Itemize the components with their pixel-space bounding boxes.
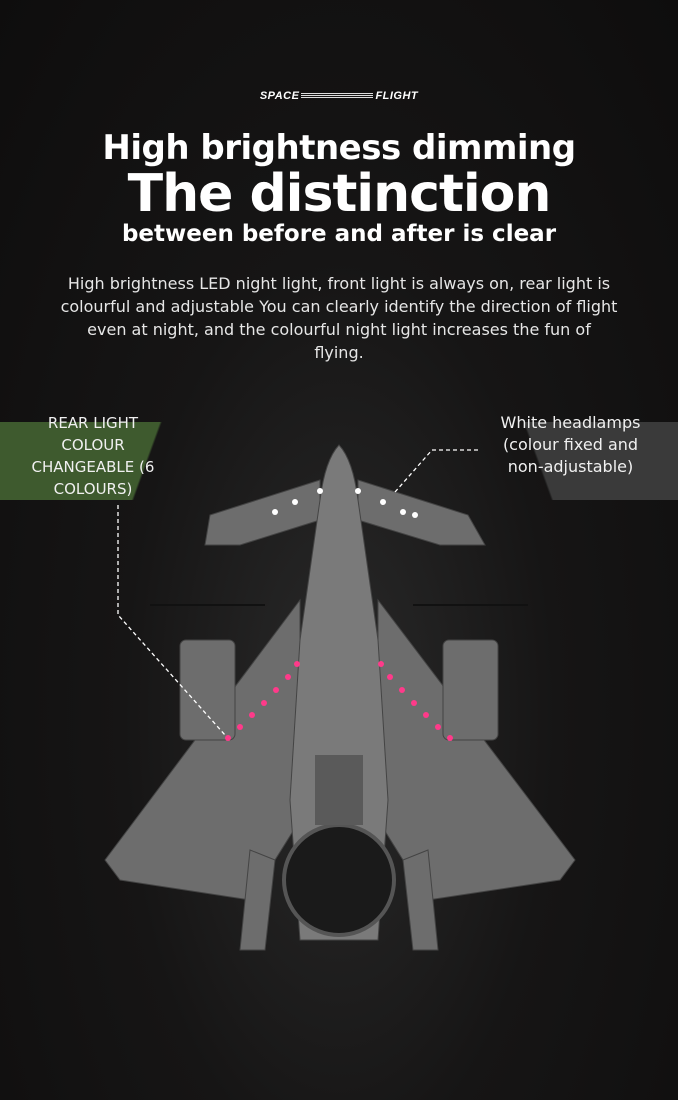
rear-fan	[282, 823, 396, 937]
logo-right: FLIGHT	[375, 90, 419, 102]
headline-line3: between before and after is clear	[121, 221, 557, 247]
rear-leds	[225, 661, 453, 741]
logo-left: SPACE	[259, 90, 300, 102]
brand-logo: SPACE FLIGHT	[0, 90, 678, 102]
headline-line1: High brightness dimming	[102, 128, 576, 168]
rear-light-label: REAR LIGHT COLOUR CHANGEABLE (6 COLOURS)	[31, 414, 155, 498]
rear-light-callout: REAR LIGHT COLOUR CHANGEABLE (6 COLOURS)	[0, 414, 200, 500]
description: High brightness LED night light, front l…	[60, 274, 618, 362]
headlamp-label: White headlamps (colour fixed and non-ad…	[500, 413, 641, 476]
front-callout-line	[394, 449, 478, 493]
front-leds	[272, 488, 418, 518]
rear-callout-line	[117, 505, 226, 736]
headlamp-callout: White headlamps (colour fixed and non-ad…	[488, 413, 678, 500]
headline-line2: The distinction	[127, 164, 552, 224]
